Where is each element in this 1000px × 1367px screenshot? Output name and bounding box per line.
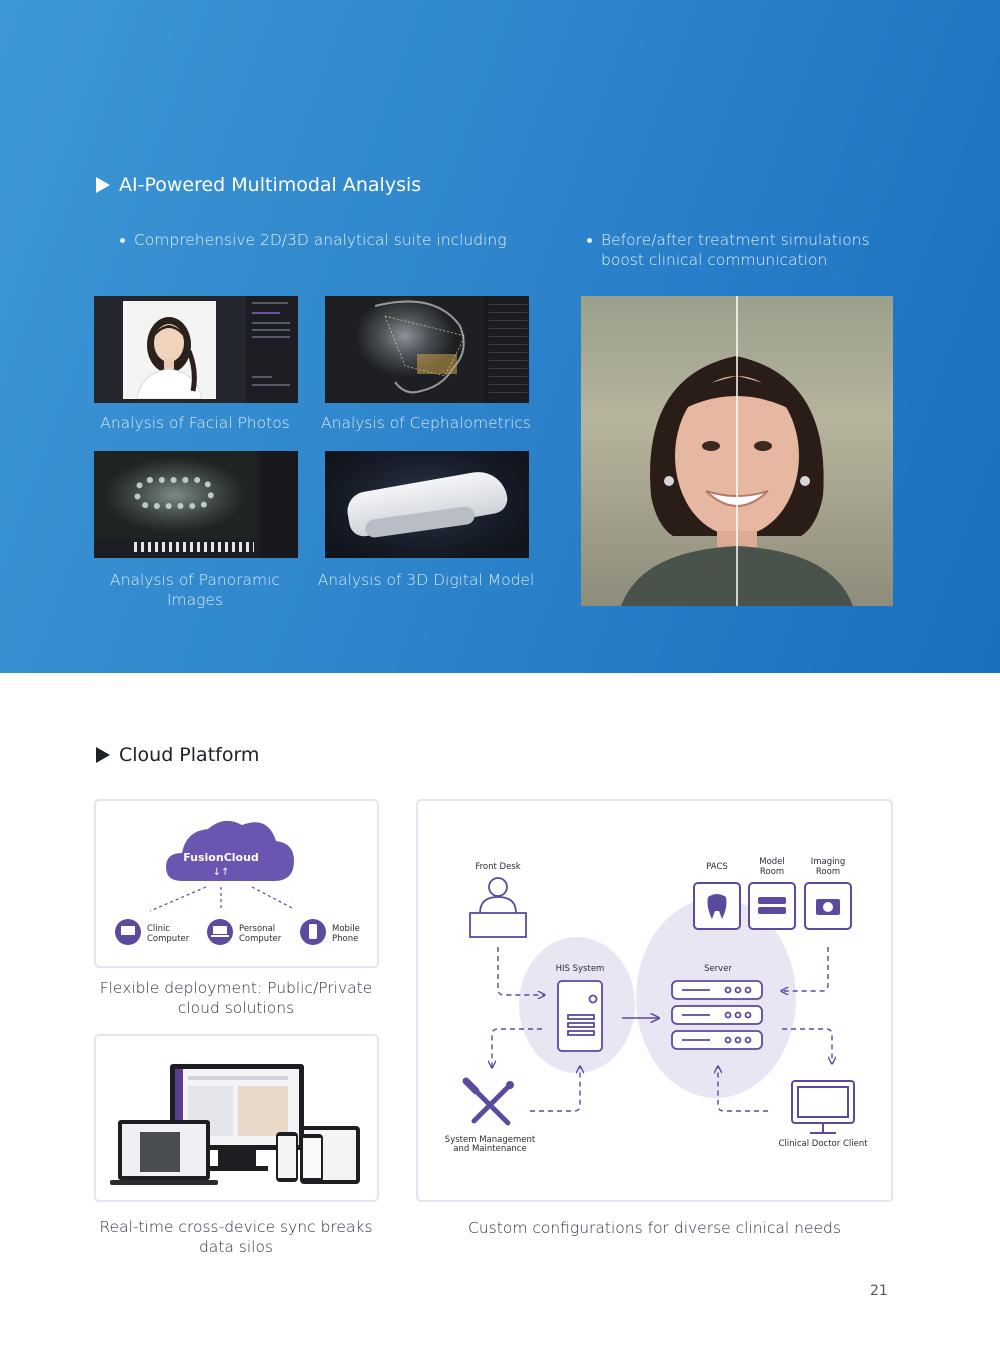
- analysis-side-panel: [246, 296, 298, 403]
- ai-section-title: AI-Powered Multimodal Analysis: [96, 174, 421, 196]
- cloud-brand-label: FusionCloud: [183, 851, 259, 864]
- doctor-client-label: Clinical Doctor Client: [778, 1139, 868, 1149]
- panoramic-analysis-thumbnail: [94, 451, 298, 558]
- caption-cloud-line1: Flexible deployment: Public/Private: [99, 979, 373, 997]
- imaging-room-camera-icon: [804, 882, 852, 930]
- 3d-model-analysis-thumbnail: [325, 451, 529, 558]
- server-rack-icon: [671, 980, 763, 1050]
- cross-device-card: [94, 1034, 379, 1202]
- device-1-line1: Clinic: [147, 924, 170, 934]
- server-label: Server: [704, 964, 732, 974]
- clinic-configuration-diagram: Front Desk PACS Model Room Imaging Room …: [416, 799, 893, 1202]
- ai-section-title-text: AI-Powered Multimodal Analysis: [119, 174, 422, 196]
- pacs-label: PACS: [706, 862, 728, 872]
- device-3-line1: Mobile: [332, 924, 360, 934]
- caption-ceph: Analysis of Cephalometrics: [321, 414, 531, 432]
- caption-cross-device: Real-time cross-device sync breaks data …: [86, 1217, 386, 1257]
- bullet-left-text: Comprehensive 2D/3D analytical suite inc…: [134, 231, 507, 249]
- page-number: 21: [870, 1283, 888, 1299]
- device-2-line1: Personal: [239, 924, 275, 934]
- tools-wrench-icon: [462, 1077, 514, 1126]
- tooth-chart-strip: [134, 542, 254, 552]
- before-after-divider: [736, 296, 738, 606]
- cephalometric-analysis-thumbnail: [325, 296, 529, 403]
- his-system-label: HIS System: [556, 964, 605, 974]
- play-triangle-icon: [96, 177, 110, 193]
- sync-arrows-icon: ↓↑: [213, 867, 230, 878]
- panoramic-teeth: [134, 477, 214, 509]
- facial-photo: [123, 301, 216, 399]
- device-3-line2: Phone: [332, 934, 358, 944]
- before-after-simulation-portrait: [581, 296, 893, 606]
- his-server-tower-icon: [557, 980, 603, 1052]
- bullet-dot-icon: [120, 238, 125, 243]
- ceph-xray: [325, 296, 485, 403]
- pacs-tooth-icon: [693, 882, 741, 930]
- caption-cloud-deployment: Flexible deployment: Public/Private clou…: [86, 978, 386, 1018]
- imaging-room-line2: Room: [816, 867, 840, 877]
- doctor-client-monitor-icon: [791, 1080, 855, 1134]
- bullet-right-line1: Before/after treatment simulations: [601, 231, 870, 249]
- caption-cloud-line2: cloud solutions: [177, 999, 295, 1017]
- caption-facial: Analysis of Facial Photos: [100, 414, 290, 432]
- device-2-line2: Computer: [239, 934, 282, 944]
- ceph-measurement-table: [487, 296, 529, 403]
- cloud-section-title-text: Cloud Platform: [119, 744, 260, 766]
- panoramic-xray: [94, 451, 256, 539]
- model-room-line1: Model: [759, 857, 785, 867]
- play-triangle-icon: [96, 747, 110, 763]
- caption-panoramic-line1: Analysis of Panoramic: [110, 571, 280, 589]
- sys-mgmt-line1: System Management: [445, 1135, 536, 1145]
- front-desk-label: Front Desk: [475, 862, 520, 872]
- analysis-side-panel: [259, 451, 298, 558]
- front-desk-icon: [469, 877, 527, 938]
- phone-icon: [276, 1132, 323, 1182]
- bullet-right: Before/after treatment simulations boost…: [587, 230, 870, 270]
- device-1-line2: Computer: [147, 934, 190, 944]
- cloud-icon: [166, 820, 294, 881]
- imaging-room-line1: Imaging: [811, 857, 846, 867]
- caption-panoramic: Analysis of Panoramic Images: [75, 570, 315, 610]
- ai-analysis-section: AI-Powered Multimodal Analysis Comprehen…: [0, 0, 1000, 673]
- bullet-right-line2: boost clinical communication: [601, 251, 828, 269]
- caption-devices-line1: Real-time cross-device sync breaks: [99, 1218, 373, 1236]
- laptop-icon: [110, 1120, 218, 1185]
- bullet-left: Comprehensive 2D/3D analytical suite inc…: [120, 230, 507, 250]
- caption-configuration: Custom configurations for diverse clinic…: [468, 1219, 841, 1237]
- cloud-section-title: Cloud Platform: [96, 744, 259, 766]
- model-room-line2: Room: [760, 867, 784, 877]
- bullet-dot-icon: [587, 238, 592, 243]
- caption-3d-model: Analysis of 3D Digital Model: [317, 571, 535, 589]
- caption-devices-line2: data silos: [198, 1238, 274, 1256]
- facial-photo-analysis-thumbnail: [94, 296, 298, 403]
- cloud-deployment-card: FusionCloud ↓↑ Clinic Computer Personal …: [94, 799, 379, 968]
- caption-panoramic-line2: Images: [166, 591, 224, 609]
- sys-mgmt-line2: and Maintenance: [453, 1144, 526, 1154]
- model-room-dentures-icon: [748, 882, 796, 930]
